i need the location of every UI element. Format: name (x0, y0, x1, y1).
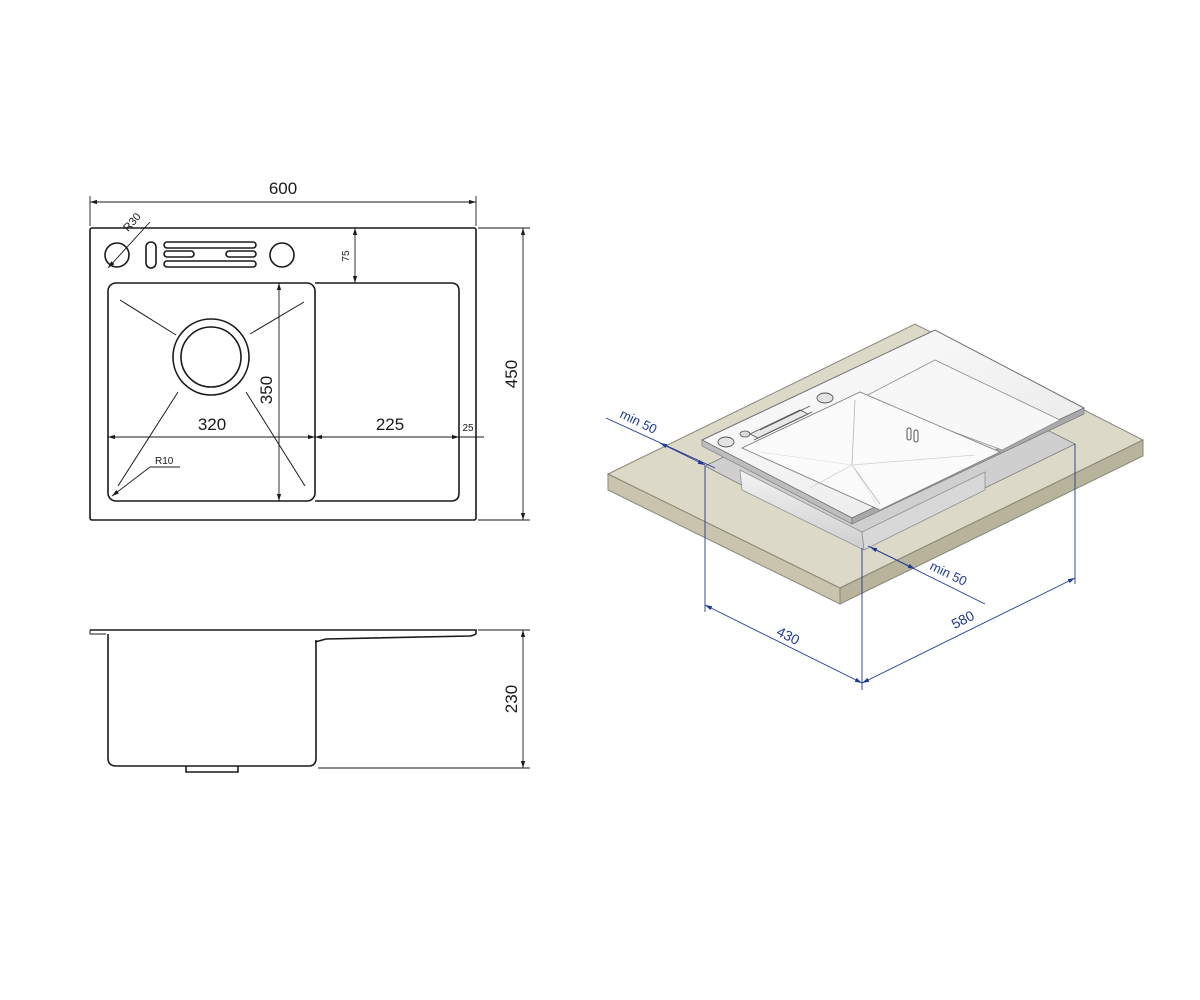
installation-view: min 50 430 580 min 50 (605, 323, 1145, 690)
grill-slots (163, 241, 257, 268)
tap-hole-icon (104, 242, 130, 268)
drain-inner (180, 326, 242, 388)
bowl-slope-lines (117, 299, 306, 487)
cutout-width-label: 430 (774, 623, 802, 648)
drainer-outline (315, 282, 460, 502)
side-bowl (107, 634, 317, 767)
depth-label: 230 (502, 685, 521, 713)
sink-outline (89, 227, 477, 521)
overflow-icon (906, 427, 919, 443)
drainer-width-label: 225 (376, 415, 404, 434)
radius-corner-label: R30 (121, 211, 143, 234)
dispenser-hole-3d-icon (816, 392, 834, 404)
side-rim (90, 629, 477, 643)
offset-top-label: 75 (341, 250, 352, 262)
height-label: 450 (502, 360, 521, 388)
top-view: R30 600 450 75 350 320 225 (89, 179, 530, 521)
bowl-height-label: 350 (257, 376, 276, 404)
side-drain (185, 766, 239, 773)
side-view: 230 (89, 629, 530, 773)
tap-hole-3d-icon (717, 436, 735, 448)
overflow-slot (145, 241, 157, 269)
inner-radius-label: R10 (155, 456, 174, 467)
grill-3d (749, 405, 813, 441)
width-label: 600 (269, 179, 297, 198)
dispenser-hole-icon (269, 242, 295, 268)
min-right-label: min 50 (928, 558, 970, 589)
bowl-opening-3d (740, 391, 1002, 511)
min-left-label: min 50 (618, 406, 660, 437)
bowl-width-label: 320 (198, 415, 226, 434)
drain-outer (172, 318, 250, 396)
bowl-outline (107, 282, 316, 502)
rim-label: 25 (462, 423, 474, 434)
countertop-front-right (839, 439, 1144, 605)
